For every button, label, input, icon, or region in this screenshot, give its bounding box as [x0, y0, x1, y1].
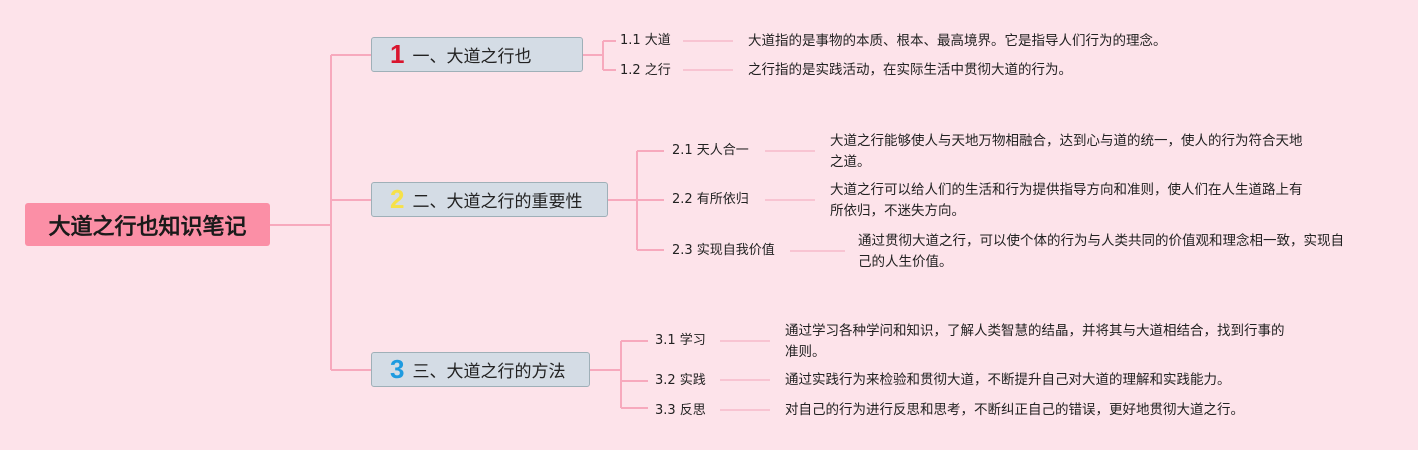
subtopic-label[interactable]: 1.1 大道 [620, 33, 671, 48]
subtopic-note: 通过实践行为来检验和贯彻大道，不断提升自己对大道的理解和实践能力。 [785, 372, 1231, 388]
branch-1[interactable]: 1 一、大道之行也 [371, 37, 583, 72]
subtopic-note: 通过学习各种学问和知识，了解人类智慧的结晶，并将其与大道相结合，找到行事的准则。 [785, 323, 1285, 360]
subtopic-label[interactable]: 2.1 天人合一 [672, 143, 749, 158]
subtopic-label[interactable]: 2.3 实现自我价值 [672, 243, 775, 258]
subtopic-label[interactable]: 3.3 反思 [655, 403, 706, 418]
subtopic-note: 对自己的行为进行反思和思考，不断纠正自己的错误，更好地贯彻大道之行。 [785, 402, 1244, 418]
branch-title: 三、大道之行的方法 [412, 362, 566, 382]
subtopic-note: 大道之行可以给人们的生活和行为提供指导方向和准则，使人们在人生道路上有所依归，不… [830, 182, 1303, 219]
root-topic[interactable]: 大道之行也知识笔记 [25, 203, 270, 246]
subtopic-note: 之行指的是实践活动，在实际生活中贯彻大道的行为。 [748, 62, 1072, 78]
subtopic-label[interactable]: 2.2 有所依归 [672, 192, 749, 207]
number-2-icon: 2 [390, 184, 405, 214]
branch-2[interactable]: 2 二、大道之行的重要性 [371, 182, 608, 217]
number-1-icon: 1 [390, 39, 405, 69]
subtopic-note: 大道之行能够使人与天地万物相融合，达到心与道的统一，使人的行为符合天地之道。 [830, 133, 1303, 170]
subtopic-label[interactable]: 3.2 实践 [655, 373, 706, 388]
branch-title: 一、大道之行也 [412, 47, 532, 67]
subtopic-note: 大道指的是事物的本质、根本、最高境界。它是指导人们行为的理念。 [748, 33, 1167, 49]
subtopic-label[interactable]: 1.2 之行 [620, 63, 671, 78]
branch-3[interactable]: 3 三、大道之行的方法 [371, 352, 590, 387]
branch-title: 二、大道之行的重要性 [412, 192, 583, 212]
number-3-icon: 3 [390, 354, 405, 384]
subtopic-label[interactable]: 3.1 学习 [655, 333, 706, 348]
subtopic-note: 通过贯彻大道之行，可以使个体的行为与人类共同的价值观和理念相一致，实现自己的人生… [858, 233, 1344, 270]
